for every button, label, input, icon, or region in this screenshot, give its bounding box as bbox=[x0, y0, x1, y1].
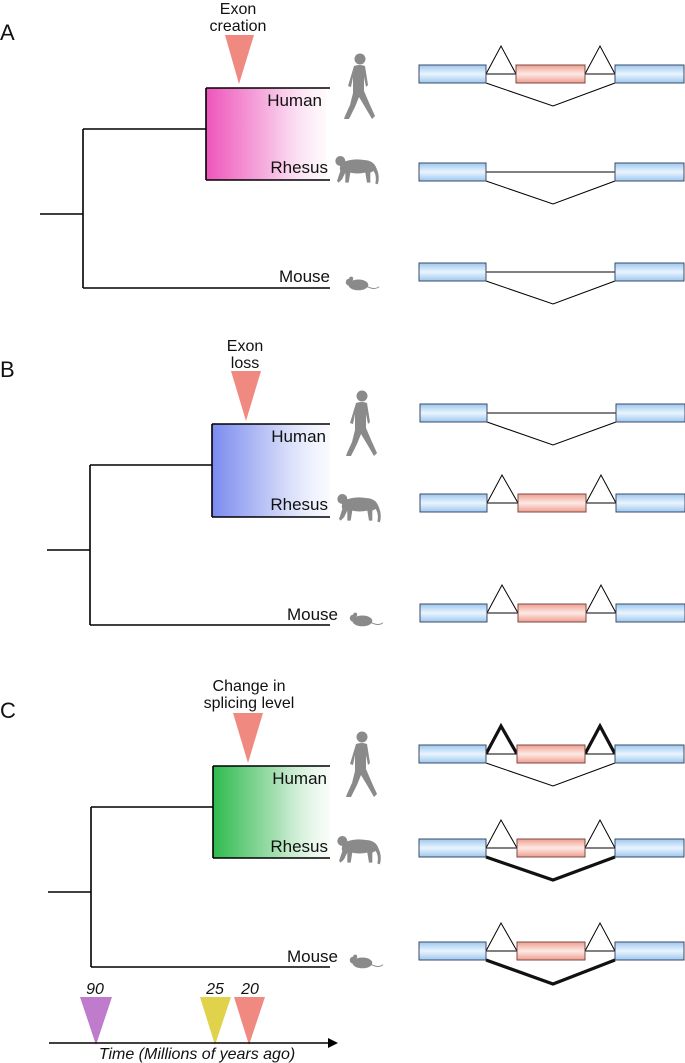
gene-model-human bbox=[418, 722, 685, 787]
exon-alternative bbox=[516, 838, 586, 858]
species-label-rhesus: Rhesus bbox=[270, 837, 328, 856]
species-label-mouse: Mouse bbox=[279, 267, 330, 286]
event-label-line2: loss bbox=[231, 355, 259, 372]
exon-upstream bbox=[419, 403, 488, 423]
gene-model-rhesus bbox=[419, 473, 685, 513]
exon-downstream bbox=[614, 744, 685, 764]
exon-upstream bbox=[418, 941, 487, 961]
species-label-human: Human bbox=[272, 769, 327, 788]
event-label-line1: Exon bbox=[220, 1, 256, 18]
phylogenetic-tree bbox=[47, 423, 330, 626]
mouse-icon bbox=[349, 954, 384, 969]
panel-letter: A bbox=[0, 20, 15, 45]
arrowhead-icon bbox=[328, 1038, 338, 1048]
time-marker-label: 25 bbox=[205, 981, 224, 998]
phylogenetic-tree bbox=[40, 87, 330, 289]
exon-alternative bbox=[516, 941, 586, 961]
lineage-highlight bbox=[212, 424, 330, 517]
event-marker-icon bbox=[225, 35, 254, 84]
panel-letter: C bbox=[0, 698, 16, 723]
gene-model-mouse bbox=[418, 262, 685, 305]
mouse-icon bbox=[349, 612, 384, 627]
exon-downstream bbox=[614, 838, 685, 858]
exon-alternative bbox=[516, 744, 586, 764]
event-label-line1: Exon bbox=[227, 338, 263, 355]
gene-model-rhesus bbox=[418, 818, 685, 882]
time-marker-icon bbox=[234, 997, 265, 1045]
human-icon bbox=[344, 53, 375, 119]
exon-downstream bbox=[614, 162, 685, 182]
exon-downstream bbox=[614, 64, 685, 84]
exon-downstream bbox=[614, 262, 685, 282]
exon-upstream bbox=[418, 262, 487, 282]
time-marker-label: 20 bbox=[240, 981, 259, 998]
human-icon bbox=[346, 731, 377, 797]
exon-downstream bbox=[614, 941, 685, 961]
lineage-highlight bbox=[206, 88, 326, 180]
event-label-line2: splicing level bbox=[204, 695, 295, 712]
exon-upstream bbox=[418, 64, 487, 84]
panel-c: C Change in splicing level Human Rhesus … bbox=[0, 678, 685, 986]
gene-model-mouse bbox=[418, 921, 685, 986]
exon-upstream bbox=[418, 162, 487, 182]
exon-upstream bbox=[419, 493, 488, 513]
rhesus-icon bbox=[337, 494, 381, 523]
gene-model-human bbox=[419, 403, 685, 446]
exon-upstream bbox=[418, 744, 487, 764]
event-label-line1: Change in bbox=[213, 678, 286, 695]
exon-upstream bbox=[419, 603, 488, 623]
exon-downstream bbox=[615, 603, 685, 623]
mouse-icon bbox=[345, 276, 380, 291]
exon-alternative bbox=[515, 64, 586, 84]
species-label-mouse: Mouse bbox=[287, 605, 338, 624]
exon-downstream bbox=[615, 493, 685, 513]
panel-b: B Exon loss Human Rhesus Mouse bbox=[0, 338, 685, 627]
lineage-highlight bbox=[213, 766, 330, 858]
exon-alternative bbox=[517, 603, 587, 623]
event-marker-icon bbox=[233, 713, 263, 763]
species-label-human: Human bbox=[267, 91, 322, 110]
time-marker-icon bbox=[80, 997, 112, 1045]
exon-upstream bbox=[418, 838, 487, 858]
exon-downstream bbox=[615, 403, 685, 423]
time-axis-title: Time (Millions of years ago) bbox=[99, 1046, 295, 1063]
species-label-rhesus: Rhesus bbox=[270, 158, 328, 177]
species-label-human: Human bbox=[271, 427, 326, 446]
time-marker-label: 90 bbox=[86, 981, 104, 998]
species-label-mouse: Mouse bbox=[287, 947, 338, 966]
panel-letter: B bbox=[0, 357, 15, 382]
gene-model-rhesus bbox=[418, 162, 685, 205]
gene-model-mouse bbox=[419, 583, 685, 623]
phylogenetic-tree bbox=[48, 765, 330, 968]
rhesus-icon bbox=[337, 836, 381, 865]
rhesus-icon bbox=[335, 156, 379, 185]
panel-a: A Exon creation Human Rhesus Mouse bbox=[0, 1, 685, 305]
exon-alternative bbox=[517, 493, 587, 513]
human-icon bbox=[346, 390, 377, 456]
event-marker-icon bbox=[231, 371, 261, 421]
species-label-rhesus: Rhesus bbox=[270, 495, 328, 514]
gene-model-human bbox=[418, 44, 685, 107]
event-label-line2: creation bbox=[210, 18, 267, 35]
time-marker-icon bbox=[200, 997, 231, 1045]
time-axis: 90 25 20 Time (Millions of years ago) bbox=[49, 981, 338, 1063]
